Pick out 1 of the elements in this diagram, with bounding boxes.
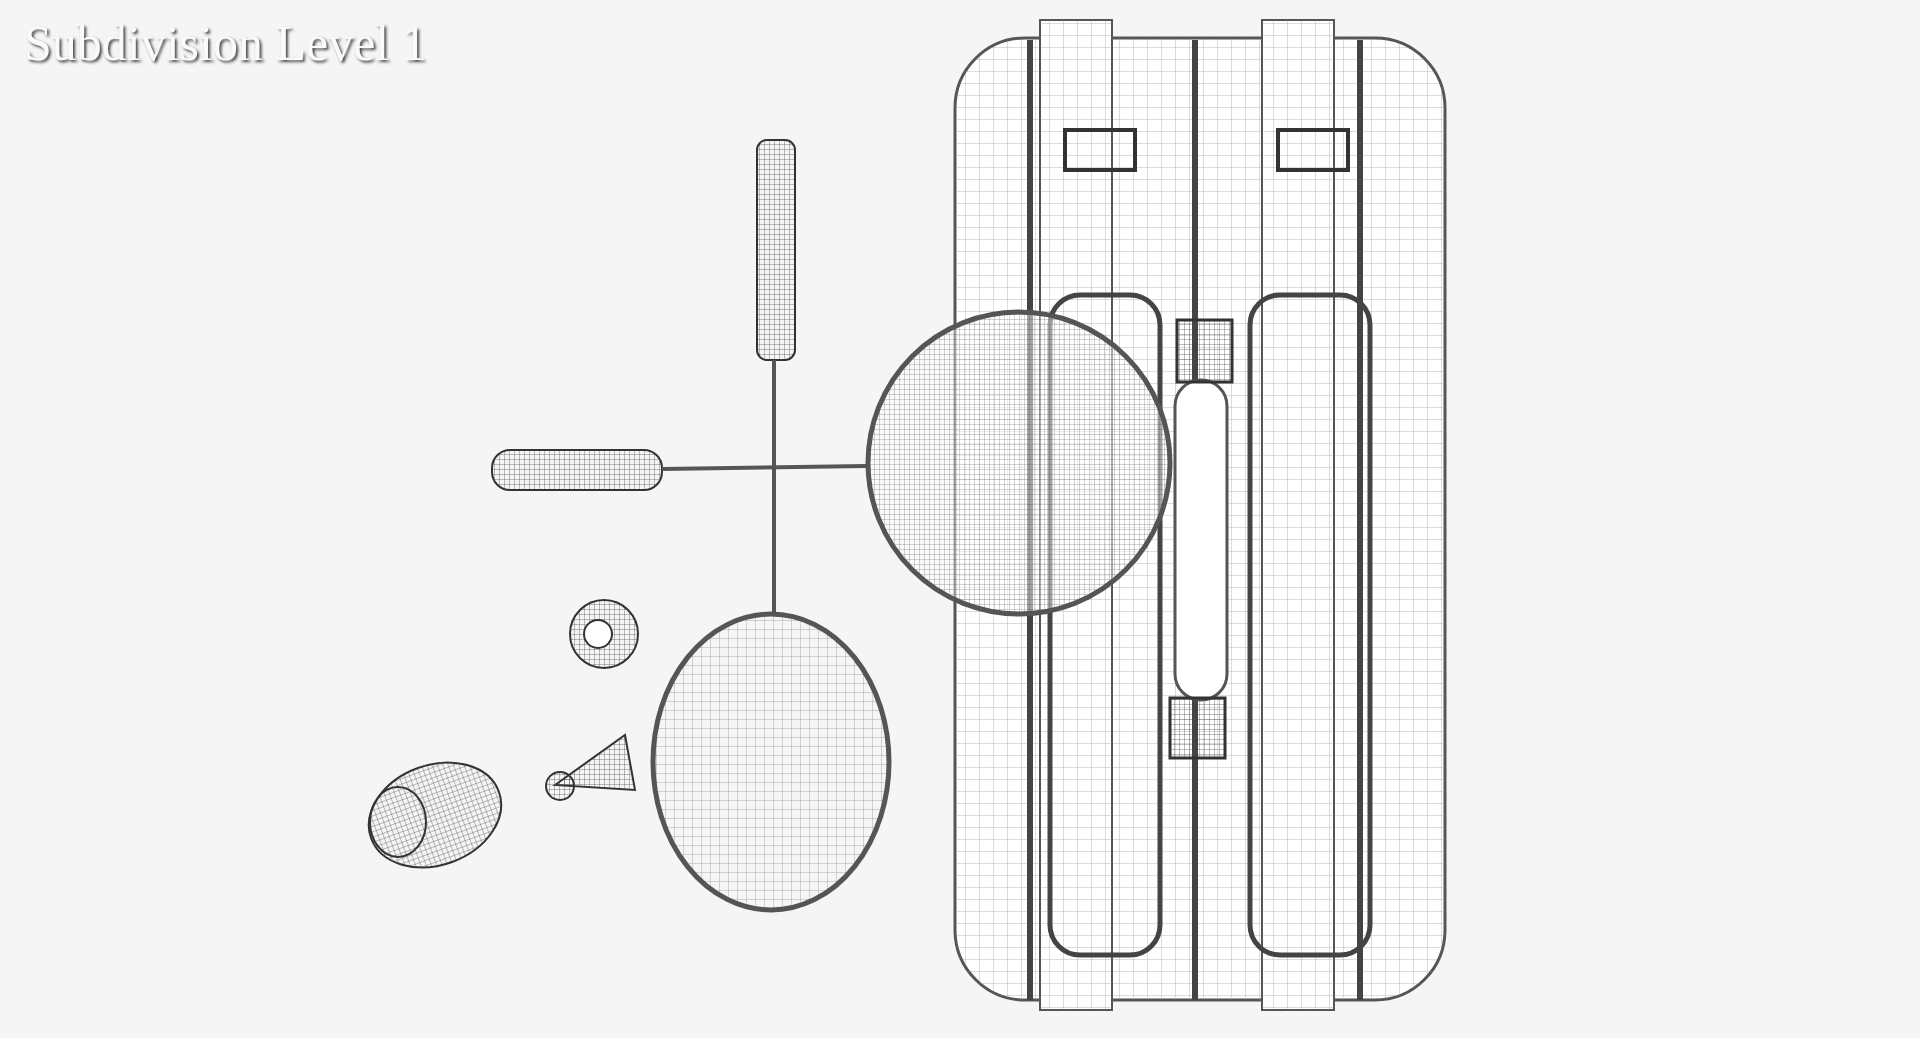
- title: Subdivision Level 1: [24, 14, 427, 73]
